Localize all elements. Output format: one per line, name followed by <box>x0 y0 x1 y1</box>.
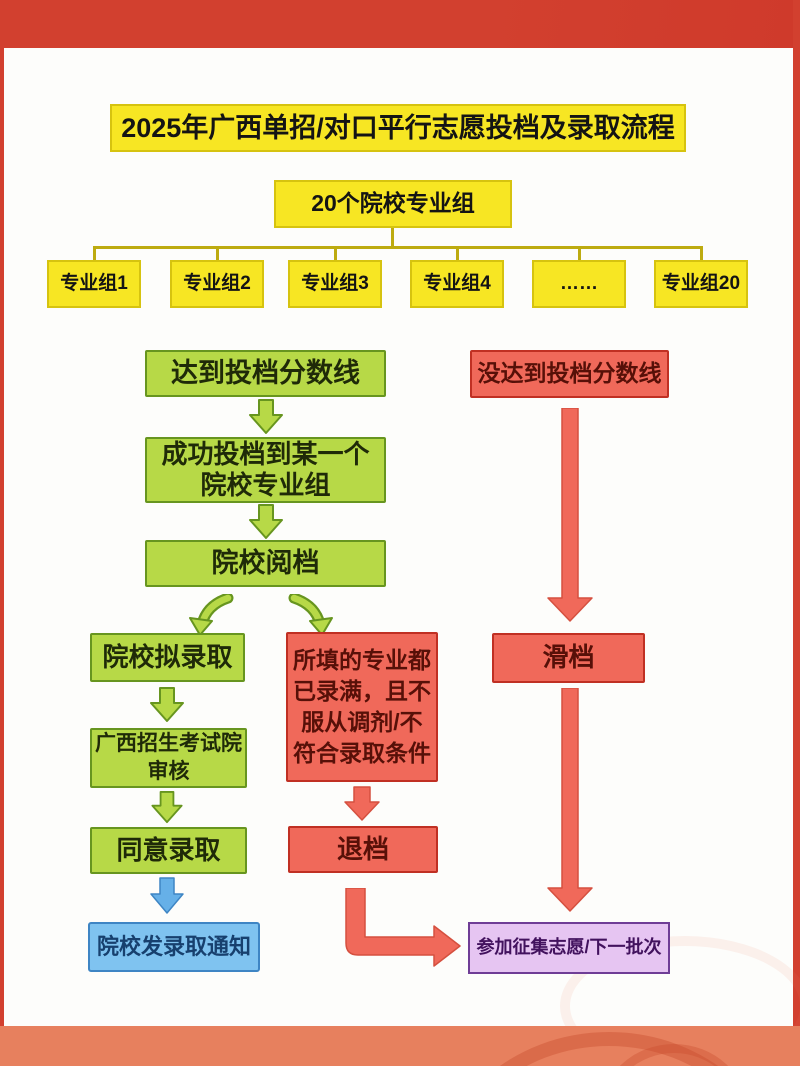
tree-connector-horizontal <box>93 246 702 249</box>
proposed-admission-box: 院校拟录取 <box>90 633 245 682</box>
down-arrow-green-icon <box>150 687 184 722</box>
elbow-arrow-red-icon <box>345 888 461 967</box>
tree-connector-stub <box>578 246 581 260</box>
admission-notice-box: 院校发录取通知 <box>88 922 260 972</box>
dispatch-success-box: 成功投档到某一个院校专业组 <box>145 437 386 503</box>
watermark-swirl-faint <box>560 936 800 1066</box>
group-box-2: 专业组2 <box>170 260 264 308</box>
reach-cutoff-box: 达到投档分数线 <box>145 350 386 397</box>
frame-right-strip <box>793 0 800 1066</box>
page-title: 2025年广西单招/对口平行志愿投档及录取流程 <box>110 104 686 152</box>
slip-box: 滑档 <box>492 633 645 683</box>
exam-authority-review-box: 广西招生考试院审核 <box>90 728 247 788</box>
group-box-ellipsis: …… <box>532 260 626 308</box>
below-cutoff-box: 没达到投档分数线 <box>470 350 669 398</box>
long-down-arrow-red-icon <box>547 688 593 912</box>
watermark-swirl-icon <box>430 1032 788 1066</box>
school-review-box: 院校阅档 <box>145 540 386 587</box>
down-arrow-green-icon <box>249 399 283 434</box>
curved-arrow-right-icon <box>288 594 333 636</box>
group-box-4: 专业组4 <box>410 260 504 308</box>
group-root-box: 20个院校专业组 <box>274 180 512 228</box>
rejection-reason-box: 所填的专业都已录满，且不服从调剂/不符合录取条件 <box>286 632 438 782</box>
tree-connector-stub <box>216 246 219 260</box>
frame-top-band <box>0 0 800 48</box>
withdraw-box: 退档 <box>288 826 438 873</box>
long-down-arrow-red-icon <box>547 408 593 622</box>
tree-connector-stub <box>700 246 703 260</box>
tree-connector-stub <box>456 246 459 260</box>
admission-approved-box: 同意录取 <box>90 827 247 874</box>
group-box-1: 专业组1 <box>47 260 141 308</box>
down-arrow-blue-icon <box>150 877 184 914</box>
tree-connector-stub <box>334 246 337 260</box>
tree-connector-stub <box>93 246 96 260</box>
group-box-3: 专业组3 <box>288 260 382 308</box>
down-arrow-green-icon <box>151 791 183 824</box>
curved-arrow-left-icon <box>189 594 234 636</box>
next-batch-box: 参加征集志愿/下一批次 <box>468 922 670 974</box>
down-arrow-red-icon <box>344 786 380 821</box>
frame-left-strip <box>0 0 4 1066</box>
down-arrow-green-icon <box>249 504 283 539</box>
group-box-20: 专业组20 <box>654 260 748 308</box>
tree-connector-root-stub <box>391 228 394 246</box>
frame-footer-band <box>0 1026 800 1066</box>
